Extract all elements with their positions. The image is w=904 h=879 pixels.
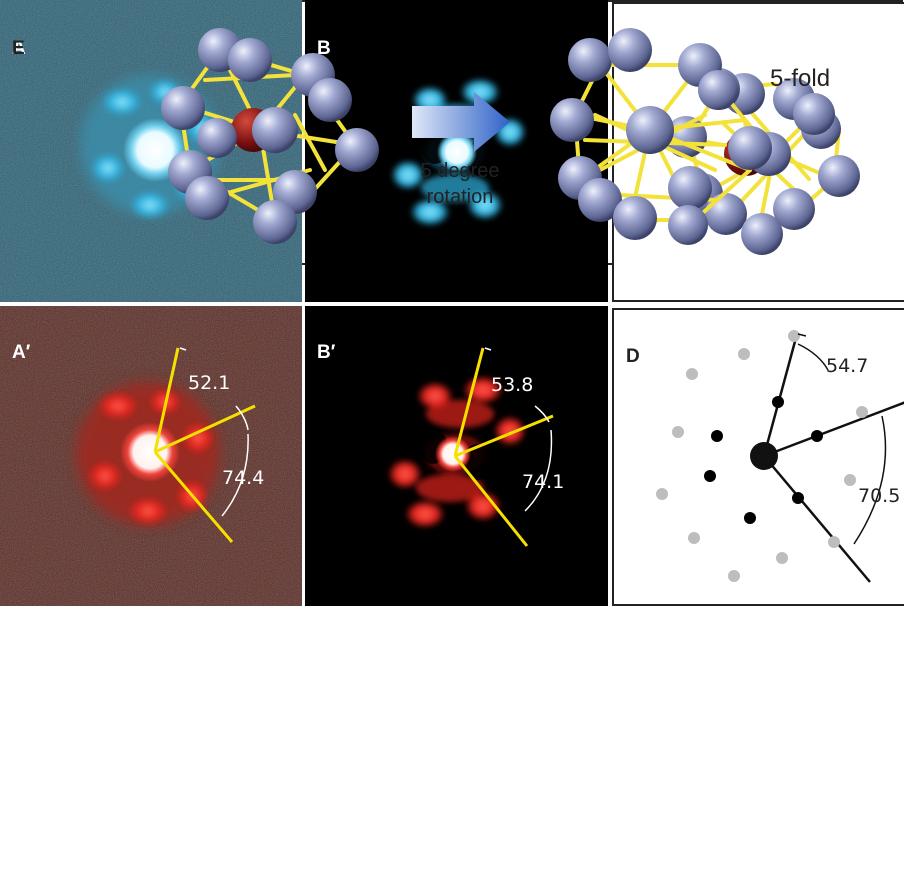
symmetry-label: 5-fold [770, 65, 831, 92]
panel-b-prime: 53.8 74.1 B′ [305, 306, 608, 606]
panel-d: 54.7 70.5 D [612, 308, 904, 606]
panel-b-label: B [317, 38, 331, 59]
arrow-caption-line2: rotation [426, 186, 494, 208]
angle-label-d-bottom: 70.5 [858, 485, 900, 507]
angle-label-d-top: 54.7 [826, 355, 868, 377]
angle-label-a-prime-top: 52.1 [188, 372, 230, 394]
panel-b-prime-image: 53.8 74.1 [305, 306, 608, 606]
panel-a-prime-label: A′ [12, 342, 31, 363]
panel-a-prime: 52.1 74.4 A′ [0, 306, 302, 606]
arrow-caption-line1: 5 degree [420, 160, 500, 182]
cluster-model-e-right [550, 28, 772, 245]
angle-label-b-prime-top: 53.8 [491, 374, 533, 396]
panel-a-label: A [12, 38, 26, 59]
panel-e-label: E [12, 38, 25, 59]
cluster-model-e-left [161, 28, 379, 244]
panel-a-prime-image: 52.1 74.4 [0, 306, 302, 606]
angle-label-a-prime-bottom: 74.4 [222, 467, 264, 489]
projection-diagram-d: 54.7 70.5 [656, 330, 904, 583]
rotation-arrow [412, 92, 510, 152]
panel-d-label: D [626, 346, 640, 367]
panel-b-prime-label: B′ [317, 342, 336, 363]
angle-lines-b-prime [453, 347, 554, 547]
angle-lines-a-prime [153, 347, 256, 543]
arrow-caption: 5 degree rotation [395, 158, 525, 210]
angle-label-b-prime-bottom: 74.1 [522, 471, 564, 493]
